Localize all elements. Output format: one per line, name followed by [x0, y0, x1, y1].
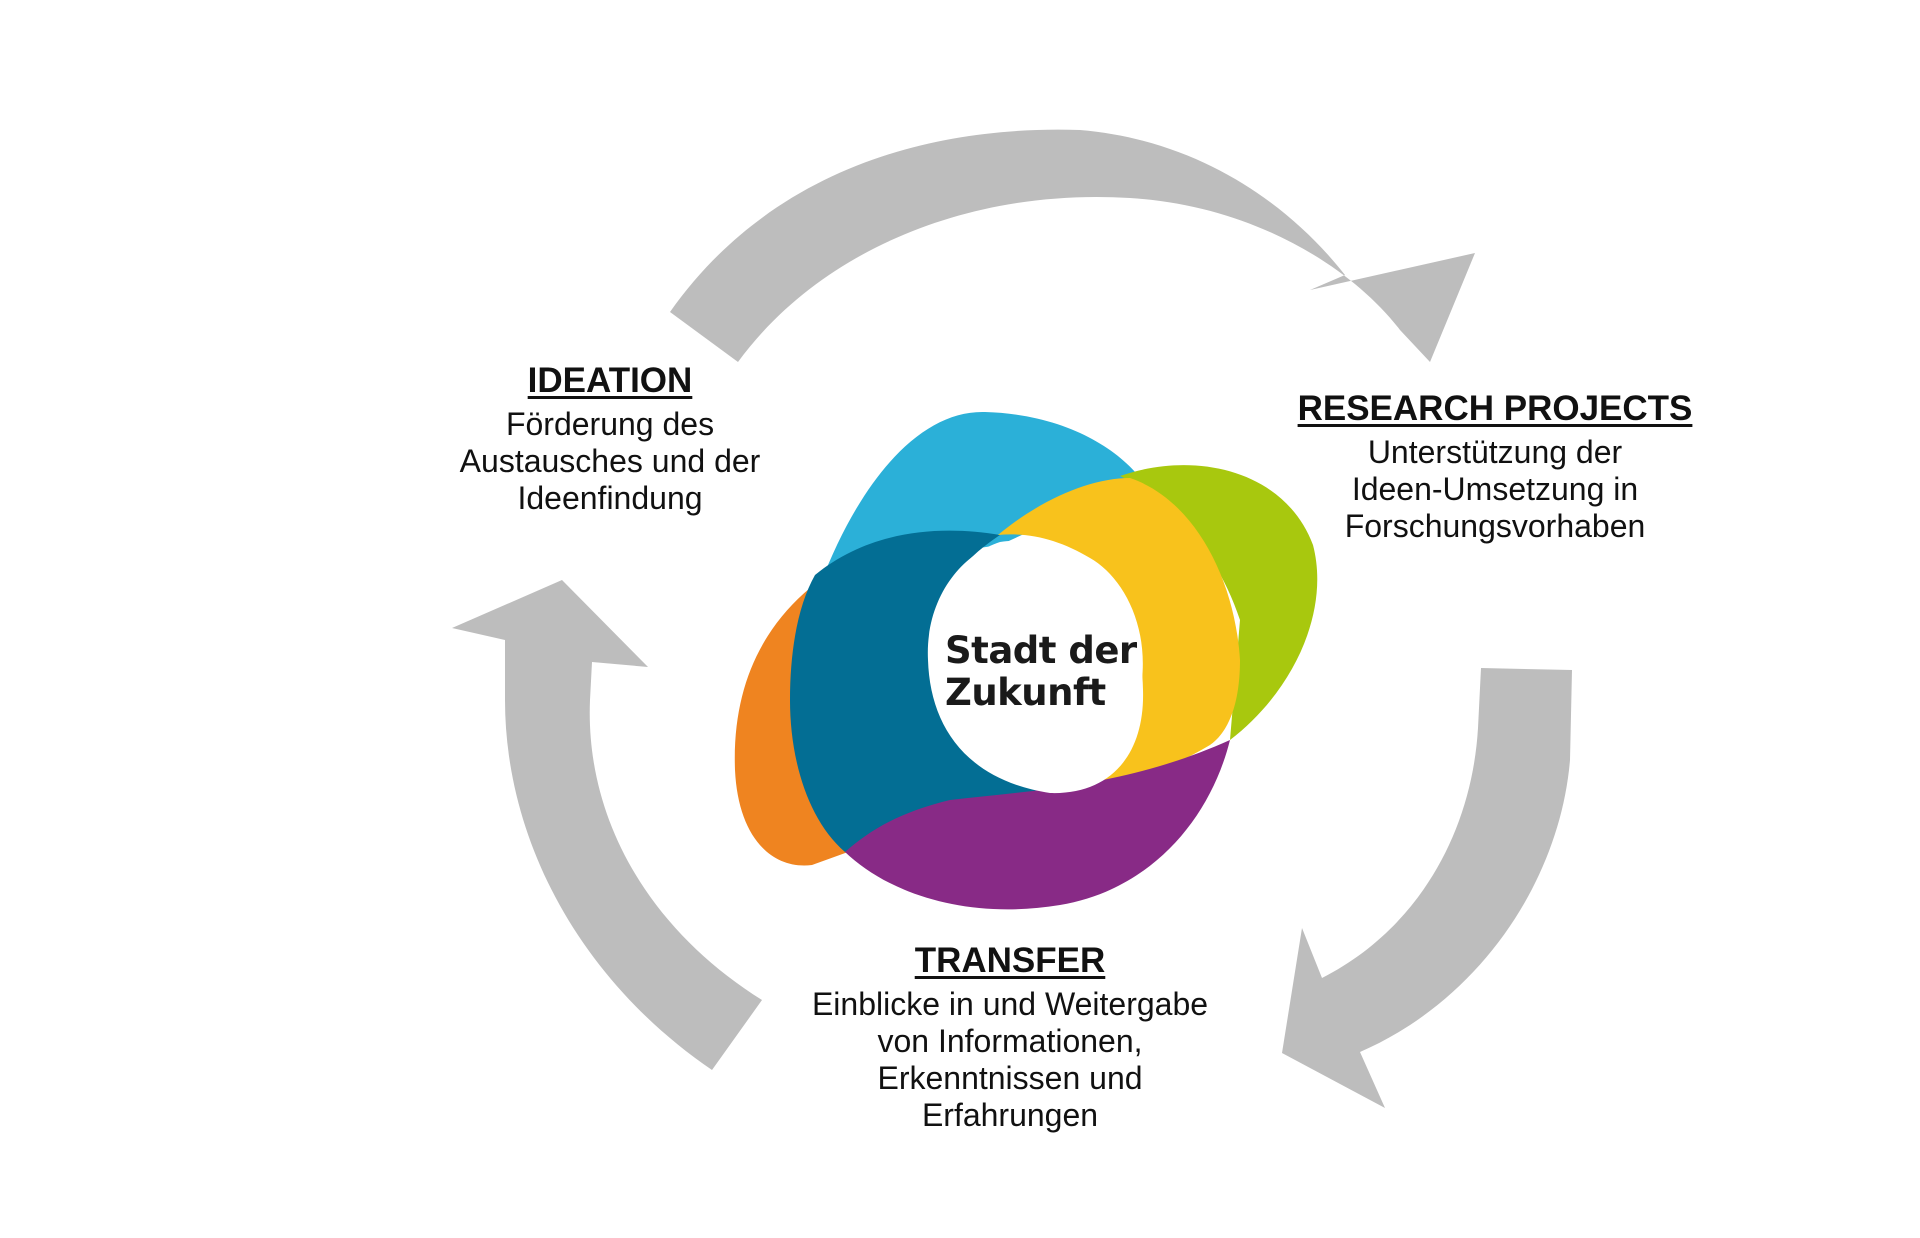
logo-white-center: [927, 540, 1144, 794]
description-line: von Informationen,: [877, 1023, 1143, 1059]
logo-line-1: Stadt der: [945, 629, 1137, 672]
arrow-research-to-transfer: [1282, 668, 1572, 1108]
stage-description: Einblicke in und Weitergabe von Informat…: [770, 986, 1250, 1134]
logo-line-2: Zukunft: [945, 671, 1106, 714]
description-line: Erkenntnissen und: [877, 1060, 1143, 1096]
logo-green-shape: [1120, 465, 1318, 740]
logo-wordmark: Stadt der Zukunft: [945, 630, 1145, 714]
description-line: Erfahrungen: [921, 1097, 1099, 1133]
stadt-der-zukunft-logo: [734, 411, 1318, 910]
description-line: Unterstützung der: [1367, 434, 1623, 470]
stage-transfer: TRANSFER Einblicke in und Weitergabe von…: [770, 940, 1250, 1134]
cycle-arrows: [452, 129, 1572, 1108]
description-line: Einblicke in und Weitergabe: [811, 986, 1209, 1022]
logo-purple-shape: [845, 740, 1230, 910]
stage-title: IDEATION: [527, 361, 693, 400]
description-line: Förderung des: [505, 406, 715, 442]
stage-research-projects: RESEARCH PROJECTS Unterstützung der Idee…: [1255, 388, 1735, 545]
logo-yellow-shape: [998, 478, 1240, 792]
stage-description: Unterstützung der Ideen-Umsetzung in For…: [1255, 434, 1735, 545]
description-line: Austausches und der: [459, 443, 761, 479]
description-line: Forschungsvorhaben: [1344, 508, 1646, 544]
stage-title: RESEARCH PROJECTS: [1297, 389, 1693, 428]
arrow-ideation-to-research: [670, 129, 1475, 362]
stage-description: Förderung des Austausches und der Ideenf…: [430, 406, 790, 517]
description-line: Ideen-Umsetzung in: [1351, 471, 1639, 507]
description-line: Ideenfindung: [517, 480, 703, 516]
arrow-transfer-to-ideation: [452, 580, 762, 1070]
stage-ideation: IDEATION Förderung des Austausches und d…: [430, 360, 790, 517]
stage-title: TRANSFER: [914, 941, 1106, 980]
